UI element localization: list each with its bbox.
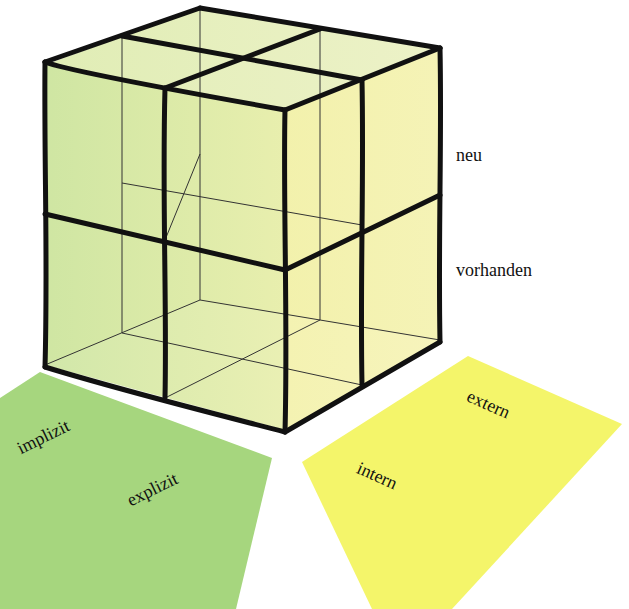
- top-face: [45, 8, 440, 110]
- level-label: vorhanden: [456, 261, 532, 279]
- cube-outline: [45, 8, 441, 432]
- inner-edges: [45, 8, 440, 398]
- level-label: neu: [456, 146, 482, 164]
